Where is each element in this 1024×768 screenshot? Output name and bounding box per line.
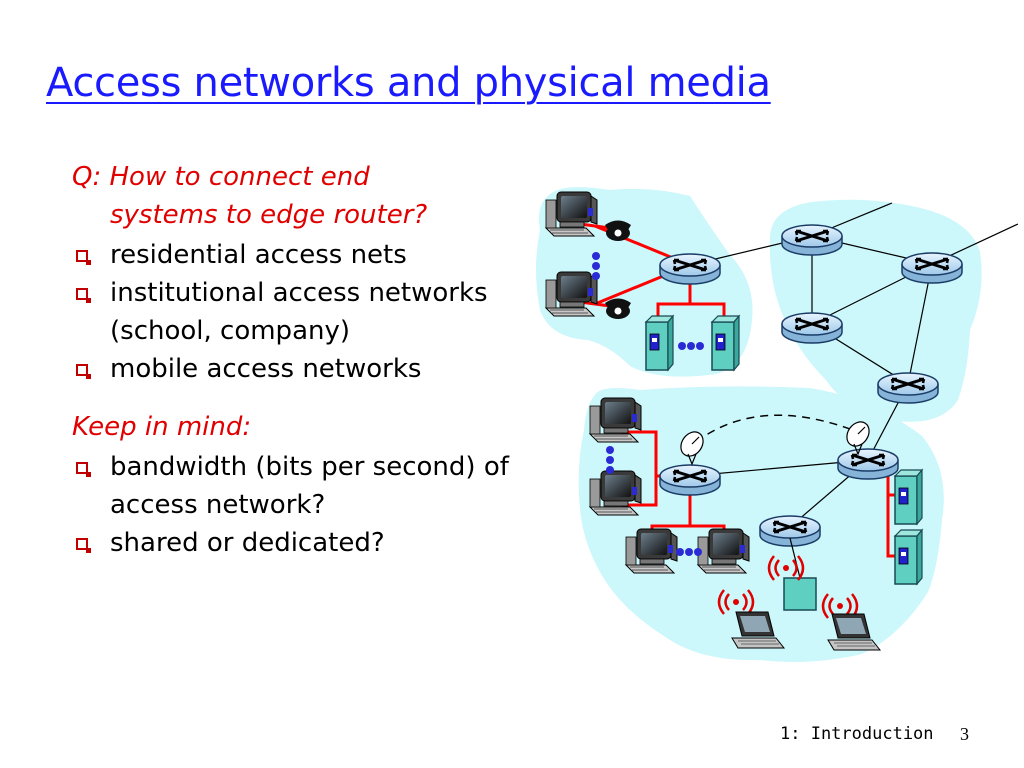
- server-icon: [645, 315, 674, 371]
- question-line-2: systems to edge router?: [110, 200, 428, 230]
- router-icon: [658, 463, 722, 497]
- bullet-box-icon: [76, 462, 91, 477]
- list-item: bandwidth (bits per second) of access ne…: [72, 448, 517, 524]
- page-number: 3: [960, 724, 969, 744]
- access-point-icon: [783, 577, 817, 611]
- question-line-1: Q: How to connect end: [72, 162, 370, 192]
- access-types-list: residential access nets institutional ac…: [72, 236, 517, 388]
- question-text: Q: How to connect end systems to edge ro…: [72, 158, 517, 234]
- server-icon: [894, 529, 923, 585]
- bullet-box-icon: [76, 364, 91, 379]
- list-item: shared or dedicated?: [72, 524, 517, 562]
- ellipsis-dots: [592, 252, 600, 280]
- ellipsis-dots: [678, 342, 704, 350]
- keep-in-mind-heading: Keep in mind:: [72, 412, 252, 442]
- router-icon: [836, 447, 900, 481]
- satellite-link: [695, 414, 859, 443]
- slide-text-body: Q: How to connect end systems to edge ro…: [72, 158, 517, 562]
- router-icon: [900, 251, 964, 285]
- list-item: residential access nets: [72, 236, 517, 274]
- bullet-box-icon: [76, 288, 91, 303]
- list-item: mobile access networks: [72, 350, 517, 388]
- bullet-box-icon: [76, 250, 91, 265]
- server-icon: [894, 469, 923, 525]
- router-icon: [758, 514, 822, 548]
- telephone-icon: [605, 298, 631, 319]
- footer-label: 1: Introduction: [780, 724, 934, 744]
- ellipsis-dots: [676, 548, 702, 556]
- router-icon: [658, 252, 722, 286]
- router-icon: [780, 311, 844, 345]
- bullet-box-icon: [76, 538, 91, 553]
- server-icon: [711, 315, 740, 371]
- ellipsis-dots: [606, 446, 614, 474]
- considerations-list: bandwidth (bits per second) of access ne…: [72, 448, 517, 562]
- router-icon: [780, 223, 844, 257]
- list-item: institutional access networks (school, c…: [72, 274, 517, 350]
- router-icon: [876, 371, 940, 405]
- slide-title: Access networks and physical media: [46, 60, 771, 106]
- telephone-icon: [605, 220, 631, 241]
